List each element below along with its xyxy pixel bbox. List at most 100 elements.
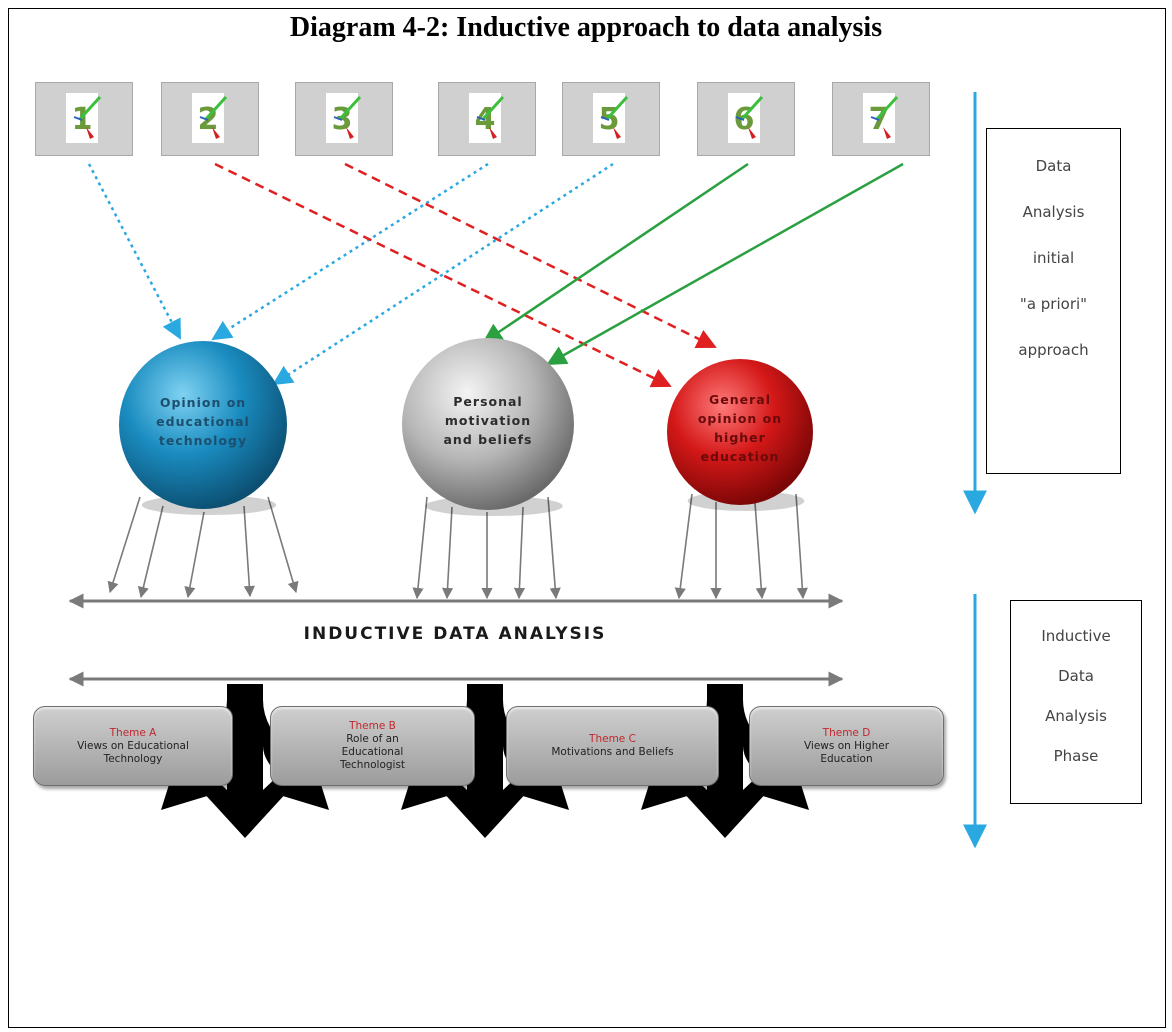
blue-tick-mark	[870, 116, 880, 121]
green-pen-mark	[481, 95, 505, 121]
solid-source-arrow	[482, 162, 749, 344]
spoke-arrow	[441, 506, 454, 600]
category-label-line: Opinion on	[159, 394, 247, 410]
spoke-arrow	[107, 496, 141, 594]
spoke-arrow	[795, 493, 808, 600]
blue-tick-mark	[73, 116, 83, 121]
source-tool-icon: 3	[332, 95, 362, 139]
category-label-line: education	[700, 449, 780, 464]
category-sphere	[402, 338, 574, 510]
phase-box-line: Analysis	[1022, 203, 1085, 221]
red-pointer-mark	[613, 127, 621, 139]
spoke-arrow	[754, 502, 767, 600]
source-box: 7	[832, 82, 930, 156]
dashed-source-arrow	[214, 162, 672, 388]
source-to-category-arrows	[87, 162, 904, 388]
green-pen-mark	[204, 95, 228, 121]
spoke-arrow	[674, 493, 693, 600]
split-arrow	[401, 684, 569, 838]
red-pointer-mark	[883, 127, 891, 139]
category-label-line: and beliefs	[443, 431, 533, 447]
category-label: Opinion on educational technology	[123, 393, 283, 450]
theme-description: Motivations and Beliefs	[551, 746, 674, 758]
category-label-line: motivation	[444, 412, 532, 428]
blue-tick-mark	[333, 116, 343, 121]
source-tool-icon: 5	[599, 95, 629, 139]
blue-tick-mark	[600, 116, 610, 121]
diagram-title: Diagram 4-2: Inductive approach to data …	[289, 12, 883, 43]
theme-name: Theme A	[109, 726, 157, 739]
diagram-frame	[8, 8, 1166, 1028]
category-spheres	[119, 338, 813, 516]
spoke-arrow	[243, 505, 255, 598]
red-pointer-mark	[86, 127, 94, 139]
phase-box-line: initial	[1032, 249, 1075, 267]
theme-name: Theme C	[589, 733, 636, 745]
phase-box-line: Data	[1058, 667, 1094, 685]
phase-box-line: Phase	[1053, 747, 1099, 765]
split-arrow	[161, 684, 329, 838]
category-label: General opinion on higher education	[660, 390, 820, 466]
category-label-line: higher	[714, 430, 766, 445]
category-label-line: technology	[158, 432, 248, 448]
category-label-line: General	[709, 392, 771, 407]
source-tool-icon: 6	[734, 95, 764, 139]
inductive-band-arrows	[68, 593, 844, 687]
source-box: 2	[161, 82, 259, 156]
theme-name: Theme D	[822, 726, 871, 739]
dashed-source-arrow	[344, 162, 717, 349]
source-tool-icon: 4	[475, 95, 505, 139]
source-tool-icon: 1	[72, 95, 102, 139]
category-label-line: educational	[156, 413, 250, 429]
category-spoke-arrows	[107, 493, 808, 600]
inductive-band-label: INDUCTIVE DATA ANALYSIS	[303, 624, 607, 644]
source-box: 4	[438, 82, 536, 156]
split-arrows	[161, 684, 809, 838]
theme-description: Views on Higher Education	[803, 739, 890, 765]
theme-description: Views on Educational Technology	[77, 739, 189, 765]
red-pointer-mark	[346, 127, 354, 139]
source-tool-icon: 7	[869, 95, 899, 139]
spoke-arrow	[184, 511, 205, 599]
phase-box-line: "a priori"	[1019, 295, 1088, 313]
green-pen-mark	[605, 95, 629, 121]
category-label-line: opinion on	[697, 411, 783, 426]
theme-description: Role of an Educational Technologist	[339, 733, 406, 771]
green-pen-mark	[338, 95, 362, 121]
dotted-source-arrow	[211, 162, 489, 341]
blue-tick-mark	[199, 116, 209, 121]
spoke-arrow	[137, 505, 164, 599]
category-sphere	[667, 359, 813, 505]
phase-box-line: approach	[1018, 341, 1089, 359]
red-pointer-mark	[212, 127, 220, 139]
spoke-arrow	[267, 496, 299, 594]
source-box: 1	[35, 82, 133, 156]
spoke-arrow	[513, 506, 526, 600]
green-pen-mark	[78, 95, 102, 121]
red-pointer-mark	[489, 127, 497, 139]
phase-box-line: Data	[1035, 157, 1072, 175]
green-pen-mark	[740, 95, 764, 121]
source-box: 6	[697, 82, 795, 156]
spoke-arrow	[547, 496, 561, 600]
phase-box-line: Analysis	[1045, 707, 1107, 725]
phase-box-line: Inductive	[1041, 627, 1111, 645]
solid-source-arrow	[546, 162, 904, 366]
red-pointer-mark	[748, 127, 756, 139]
source-box: 5	[562, 82, 660, 156]
green-pen-mark	[875, 95, 899, 121]
source-box: 3	[295, 82, 393, 156]
theme-name: Theme B	[349, 720, 396, 732]
blue-tick-mark	[735, 116, 745, 121]
spoke-arrow	[412, 496, 428, 600]
blue-tick-mark	[476, 116, 486, 121]
source-tool-icon: 2	[198, 95, 228, 139]
split-arrow	[641, 684, 809, 838]
